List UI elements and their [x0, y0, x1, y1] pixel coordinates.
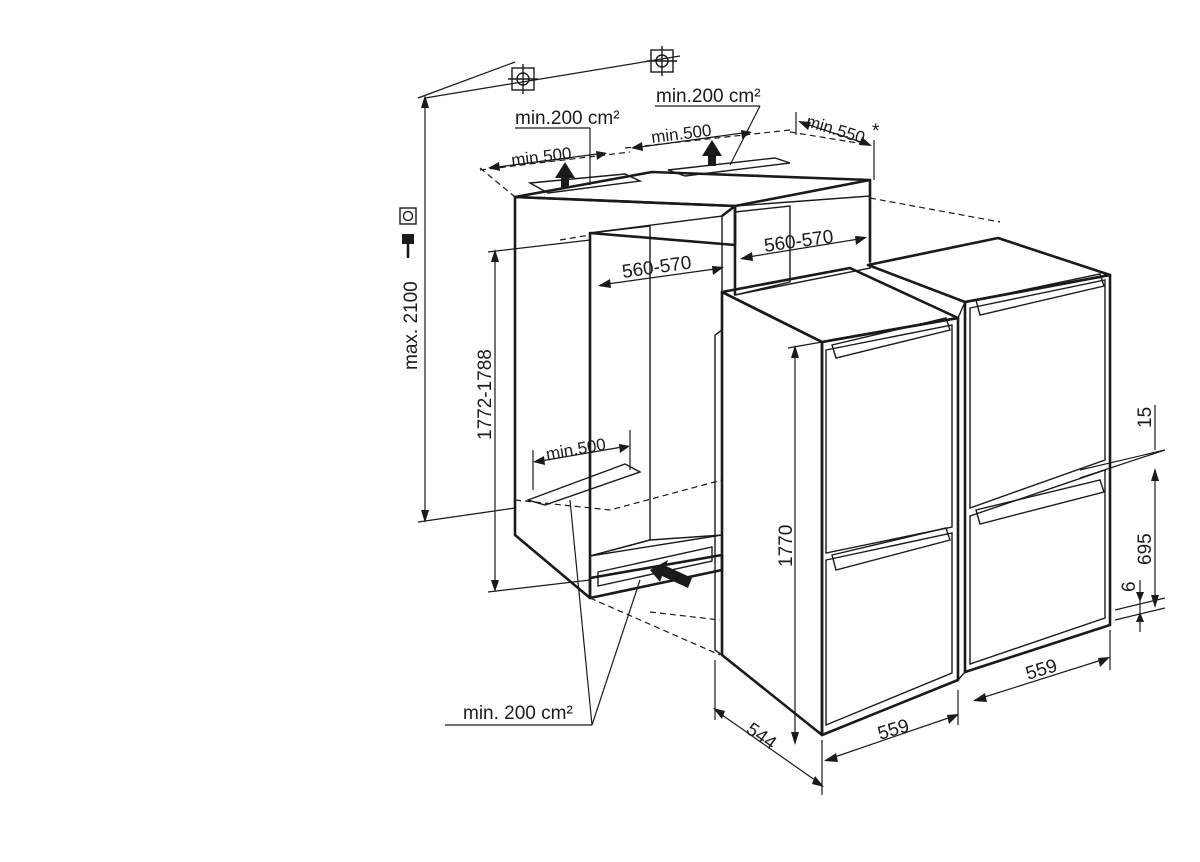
freezer-height-label: 695 — [1135, 533, 1156, 565]
niche-depth-label: min.550 — [804, 112, 867, 148]
max-height-label: max. 2100 — [401, 281, 422, 370]
floor-vent-slot — [525, 463, 642, 506]
power-socket-icon — [399, 207, 417, 258]
vent-area-top-right-label: min.200 cm² — [656, 86, 761, 107]
niche-cabinet — [513, 157, 872, 600]
vent-area-top-left-label: min.200 cm² — [515, 108, 620, 129]
niche-depth-note: * — [872, 121, 880, 142]
fridge-right — [866, 236, 1112, 682]
fridge-left — [714, 266, 960, 737]
appliance-height-label: 1770 — [776, 525, 797, 567]
construction-lines — [479, 129, 1001, 656]
door-gap-bottom-label: 6 — [1119, 581, 1140, 592]
water-connection-icon-2 — [647, 46, 677, 76]
vent-area-bottom-label: min. 200 cm² — [463, 703, 573, 724]
door-gap-top-label: 15 — [1135, 407, 1156, 428]
appliance-width-left-label: 559 — [875, 715, 911, 744]
top-right-vent-slot — [667, 157, 791, 177]
appliance-width-right-label: 559 — [1023, 655, 1059, 684]
niche-width-left-label: 560-570 — [621, 252, 693, 283]
water-connection-icon — [508, 64, 538, 94]
niche-height-label: 1772-1788 — [475, 349, 496, 440]
dimension-lines — [417, 55, 1166, 795]
vent-width-top-right-label: min.500 — [650, 121, 712, 147]
vent-width-bottom-label: min.500 — [544, 435, 607, 464]
appliance-depth-label: 544 — [742, 719, 780, 755]
niche-width-right-label: 560-570 — [763, 226, 835, 257]
top-left-vent-slot — [527, 173, 643, 194]
bottom-vent-grille — [597, 546, 713, 587]
